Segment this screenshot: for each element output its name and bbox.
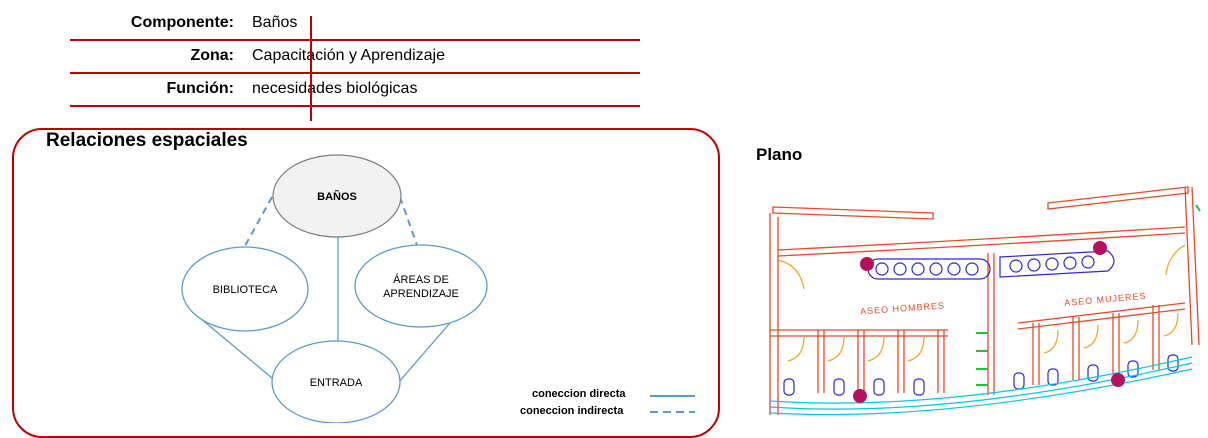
zona-label: Zona: [190,47,234,64]
node-areas-label-2: APRENDIZAJE [383,288,459,300]
edge-biblioteca-entrada [199,317,279,384]
funcion-label: Función: [166,80,234,97]
plan-walls [769,186,1200,415]
node-entrada-label: ENTRADA [310,377,363,389]
plan-toilets [783,354,1179,396]
info-row-zona: Zona: Capacitación y Aprendizaje [70,41,640,74]
info-row-componente: Componente: Baños [70,8,640,41]
node-areas [354,244,488,328]
plan-doors [777,244,1186,362]
node-entrada [271,340,401,423]
relaciones-title: Relaciones espaciales [46,130,248,151]
edge-banos-areas [399,196,419,249]
legend-indirect-label: coneccion indirecta [520,405,624,417]
room-label-women: ASEO MUJERES [1064,291,1147,308]
node-biblioteca-label: BIBLIOTECA [213,284,278,296]
info-row-funcion: Función: necesidades biológicas [70,74,640,107]
node-biblioteca [181,246,309,332]
edge-banos-biblioteca [239,196,273,256]
info-table: Componente: Baños Zona: Capacitación y A… [70,8,640,121]
floor-plan: ASEO HOMBRES ASEO MUJERES [769,186,1201,416]
room-label-men: ASEO HOMBRES [860,300,946,316]
plan-markers [853,241,1125,403]
marker-women-entry [1093,241,1107,255]
node-areas-label-1: ÁREAS DE [393,273,449,286]
plan-floor-band [769,356,1193,416]
marker-women-exit [1111,373,1125,387]
marker-men-entry [860,257,874,271]
plan-sinks [867,250,1115,280]
marker-men-exit [853,389,867,403]
zona-value: Capacitación y Aprendizaje [252,47,446,64]
funcion-value: necesidades biológicas [252,80,418,97]
legend-direct-label: coneccion directa [532,388,626,400]
node-banos-label: BAÑOS [317,190,357,203]
table-divider [310,16,312,121]
plano-title: Plano [756,145,803,164]
componente-value: Baños [252,14,298,31]
node-banos [272,154,402,238]
plan-urinals [976,204,1201,386]
componente-label: Componente: [130,14,234,31]
edge-areas-entrada [397,315,457,384]
relations-diagram: BAÑOS BIBLIOTECA ÁREAS DE APRENDIZAJE EN… [181,154,695,423]
